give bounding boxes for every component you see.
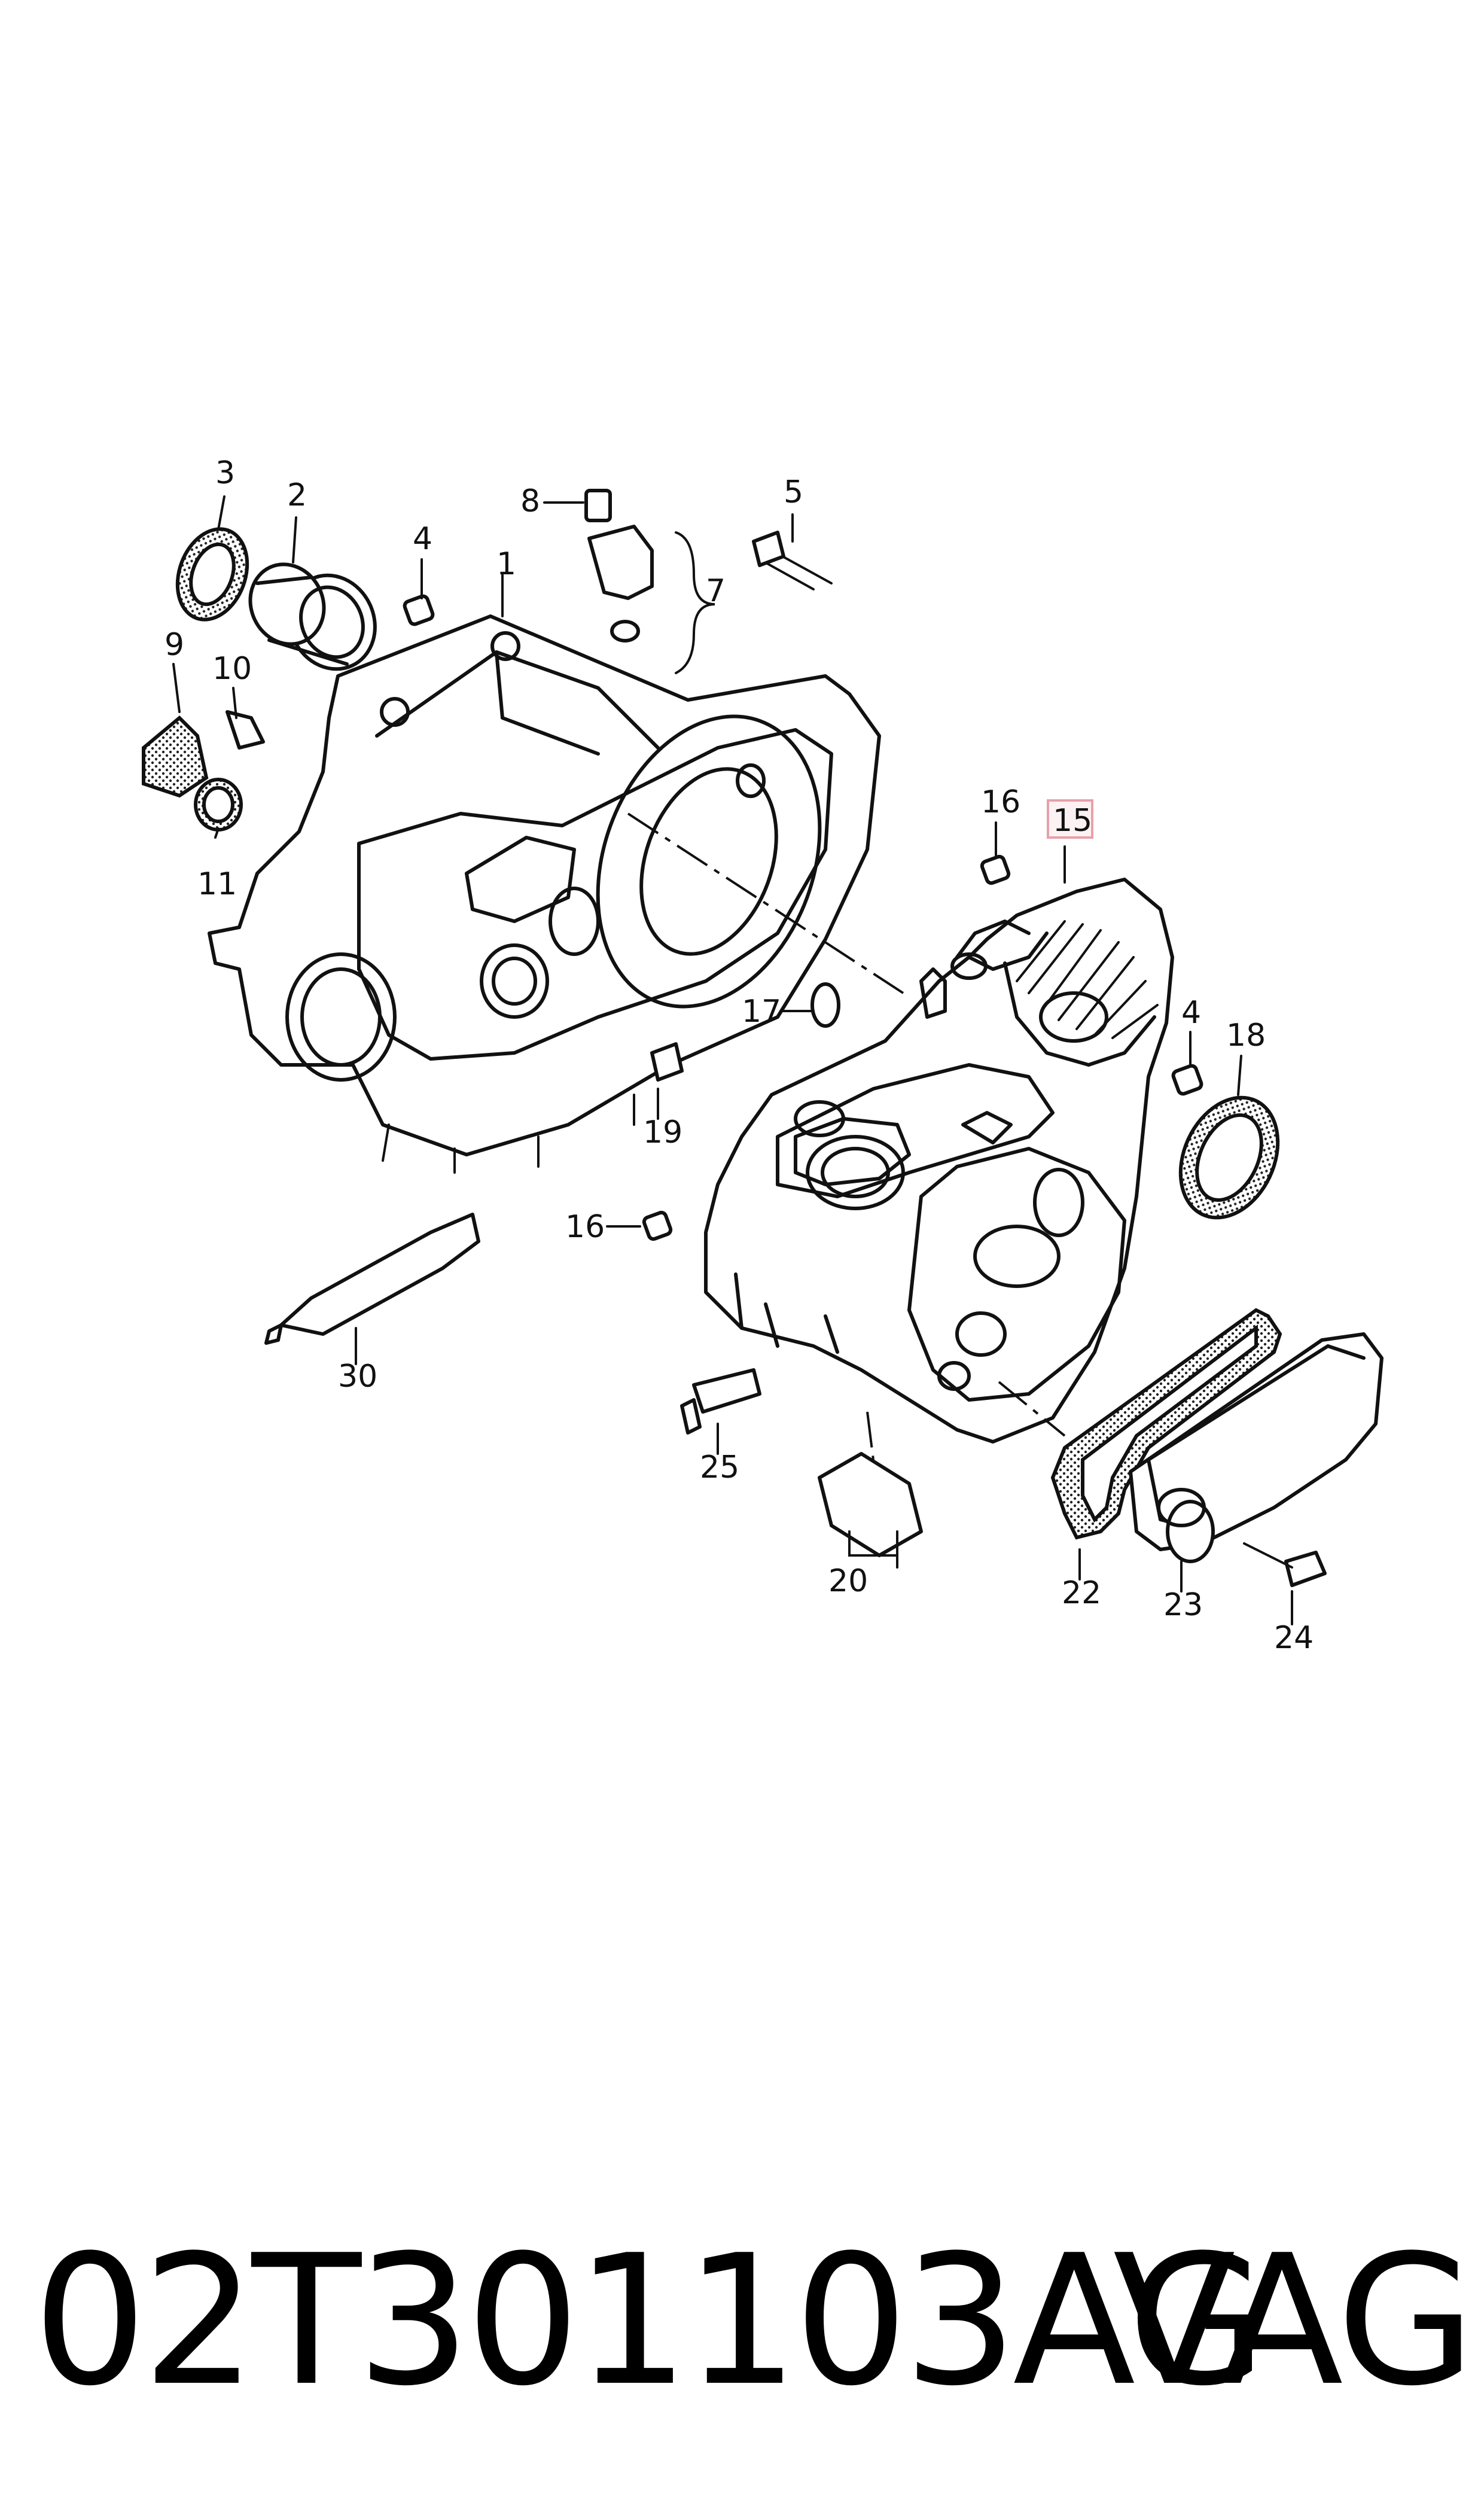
callout-10[interactable]: 10 [212, 651, 252, 687]
seal-3 [175, 527, 249, 622]
callout-16-upper[interactable]: 16 [981, 784, 1020, 820]
oil-guide-9 [142, 715, 209, 798]
sealant-tube [264, 1213, 480, 1345]
callout-5[interactable]: 5 [784, 474, 803, 510]
callout-19[interactable]: 19 [643, 1115, 682, 1150]
callout-9[interactable]: 9 [164, 627, 184, 663]
cover-gasket [1050, 1308, 1282, 1540]
assembly-axis-3 [998, 1381, 1066, 1437]
callout-4[interactable]: 4 [413, 521, 432, 557]
callout-1[interactable]: 1 [496, 546, 516, 582]
bearing-sleeve [248, 562, 377, 671]
callout-11[interactable]: 11 [197, 866, 237, 902]
callout-25[interactable]: 25 [700, 1450, 739, 1485]
assembly-axis [627, 812, 904, 994]
leader-lines [172, 495, 1293, 1625]
seal-11 [194, 778, 243, 832]
callout-7[interactable]: 7 [706, 573, 726, 609]
callout-16-lower[interactable]: 16 [565, 1209, 605, 1245]
callout-15[interactable]: 15 [1053, 803, 1092, 839]
callout-18[interactable]: 18 [1226, 1018, 1266, 1054]
callout-4-right[interactable]: 4 [1181, 995, 1201, 1031]
callout-17[interactable]: 17 [742, 994, 781, 1030]
callout-20[interactable]: 20 [828, 1563, 868, 1599]
fasteners [226, 489, 1327, 1587]
callout-3[interactable]: 3 [215, 455, 235, 491]
part-number: 02T301103AG [33, 2216, 1267, 2425]
assembly-axis-2 [866, 1411, 874, 1460]
callout-2[interactable]: 2 [287, 477, 307, 513]
callout-22[interactable]: 22 [1062, 1575, 1101, 1611]
callouts: 1 2 3 4 5 7 8 9 10 11 15 16 16 17 4 18 1… [164, 455, 1314, 1656]
seal-18 [1178, 1095, 1280, 1220]
footer: 02T301103AG VAG [0, 2231, 1484, 2411]
callout-15-highlight [1047, 799, 1093, 839]
brand-name: VAG [1113, 2216, 1476, 2425]
gearbox-housing [704, 878, 1174, 1444]
callout-23[interactable]: 23 [1163, 1587, 1203, 1623]
clutch-housing [208, 614, 881, 1174]
gearbox-cover [1129, 1332, 1384, 1563]
callout-30[interactable]: 30 [338, 1359, 377, 1395]
callout-24[interactable]: 24 [1274, 1620, 1314, 1656]
callout-8[interactable]: 8 [520, 483, 540, 519]
